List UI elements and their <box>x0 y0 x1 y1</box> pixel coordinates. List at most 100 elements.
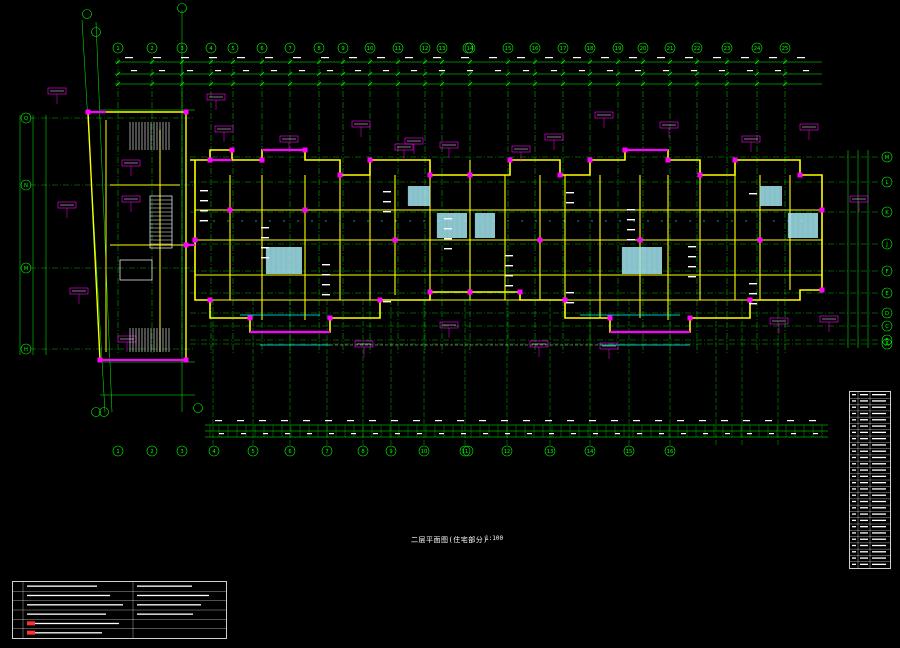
axis-top-circle <box>112 42 124 54</box>
axis-bottom-circle <box>584 445 596 457</box>
axis-top-label: 8 <box>317 46 320 52</box>
axis-bottom-label: 12 <box>504 449 511 455</box>
axis-left-circle <box>20 179 32 191</box>
axis-top-circle <box>584 42 596 54</box>
axis-right-label: F <box>886 269 889 275</box>
axis-right-circle <box>881 287 893 299</box>
axis-top-circle <box>502 42 514 54</box>
axis-top-circle <box>313 42 325 54</box>
axis-right-circle <box>881 206 893 218</box>
legend-table-rows <box>850 392 890 568</box>
axis-top-label: 5 <box>231 46 234 52</box>
axis-left-circle <box>20 343 32 355</box>
axis-top-label: 11 <box>395 46 402 52</box>
axis-right-circle <box>881 265 893 277</box>
axis-bottom-circle <box>623 445 635 457</box>
axis-bottom-label: 4 <box>212 449 216 455</box>
axis-top-circle <box>256 42 268 54</box>
axis-bottom-circle <box>544 445 556 457</box>
axis-top-circle <box>146 42 158 54</box>
axis-bottom-label: 1 <box>116 449 119 455</box>
axis-top-label: 12 <box>422 46 429 52</box>
axis-bottom-circle <box>501 445 513 457</box>
axis-top-label: 25 <box>782 46 789 52</box>
axis-bottom-label: 7 <box>325 449 328 455</box>
axis-top-circle <box>227 42 239 54</box>
axis-top-label: 4 <box>209 46 213 52</box>
axis-left-label: M <box>24 266 28 272</box>
axis-top-label: 14 <box>467 46 474 52</box>
axis-top-circle <box>205 42 217 54</box>
axis-bottom-label: 16 <box>667 449 674 455</box>
axis-left-circle <box>20 262 32 274</box>
axis-bottom-label: 9 <box>389 449 392 455</box>
legend-table <box>849 391 891 569</box>
axis-bottom-label: 6 <box>288 449 291 455</box>
axis-top-label: 1 <box>116 46 119 52</box>
axis-top-label: 21 <box>667 46 674 52</box>
axis-right-circle <box>881 238 893 250</box>
notes-box <box>12 581 227 639</box>
axis-bottom-circle <box>176 445 188 457</box>
axis-top-label: 20 <box>640 46 647 52</box>
axis-right-circle <box>881 320 893 332</box>
axis-left-label: Q <box>24 116 28 122</box>
axis-right-circle <box>881 338 893 350</box>
axis-top-label: 18 <box>587 46 594 52</box>
axis-right-label: C <box>885 324 889 330</box>
axis-right-circle <box>881 176 893 188</box>
axis-bottom-circle <box>385 445 397 457</box>
axis-bottom-circle <box>321 445 333 457</box>
axis-bottom-circle <box>664 445 676 457</box>
axis-left-circle <box>20 112 32 124</box>
axis-bottom-circle <box>459 445 471 457</box>
axis-bottom-label: 3 <box>180 449 183 455</box>
axis-top-circle <box>392 42 404 54</box>
axis-top-label: 13 <box>439 46 446 52</box>
axis-top-label: 23 <box>724 46 731 52</box>
axis-top-circle <box>664 42 676 54</box>
axis-bottom-circle <box>112 445 124 457</box>
axis-top-label: 22 <box>694 46 701 52</box>
stair-cores <box>119 122 173 352</box>
axis-top-circle <box>337 42 349 54</box>
axis-top-circle <box>721 42 733 54</box>
axis-top-label: 3 <box>180 46 183 52</box>
axis-right-label: E <box>885 291 888 297</box>
axis-top-circle <box>779 42 791 54</box>
axis-top-label: 19 <box>615 46 622 52</box>
axis-top-circle <box>464 42 476 54</box>
axis-bottom-label: 13 <box>547 449 554 455</box>
axis-bottom-label: 10 <box>421 449 428 455</box>
axis-top-circle <box>284 42 296 54</box>
axis-top-circle <box>419 42 431 54</box>
axis-top-label: 24 <box>754 46 761 52</box>
dimension-lines <box>19 57 869 438</box>
axis-right-label: K <box>885 210 889 216</box>
axis-bottom-circle <box>418 445 430 457</box>
room-fills <box>265 186 818 274</box>
axis-left-label: H <box>24 347 28 353</box>
axis-bottom-circle <box>357 445 369 457</box>
axis-top-circle <box>529 42 541 54</box>
axis-top-label: 2 <box>150 46 153 52</box>
axis-top-label: 10 <box>367 46 374 52</box>
axis-bottom-circle <box>208 445 220 457</box>
axis-bottom-label: 14 <box>587 449 594 455</box>
axis-top-circle <box>436 42 448 54</box>
axis-bottom-label: 2 <box>150 449 153 455</box>
drawing-title-block: 二层平面图(住宅部分) 1:100 <box>411 535 541 559</box>
columns <box>85 109 825 363</box>
axis-top-circle <box>176 42 188 54</box>
axis-right-label: D <box>885 311 889 317</box>
axis-right-label: M <box>885 155 889 161</box>
axis-top-circle <box>557 42 569 54</box>
axis-right-circle <box>881 307 893 319</box>
axis-bottom-label: 5 <box>251 449 254 455</box>
axis-top-circle <box>364 42 376 54</box>
axis-top-circle <box>691 42 703 54</box>
